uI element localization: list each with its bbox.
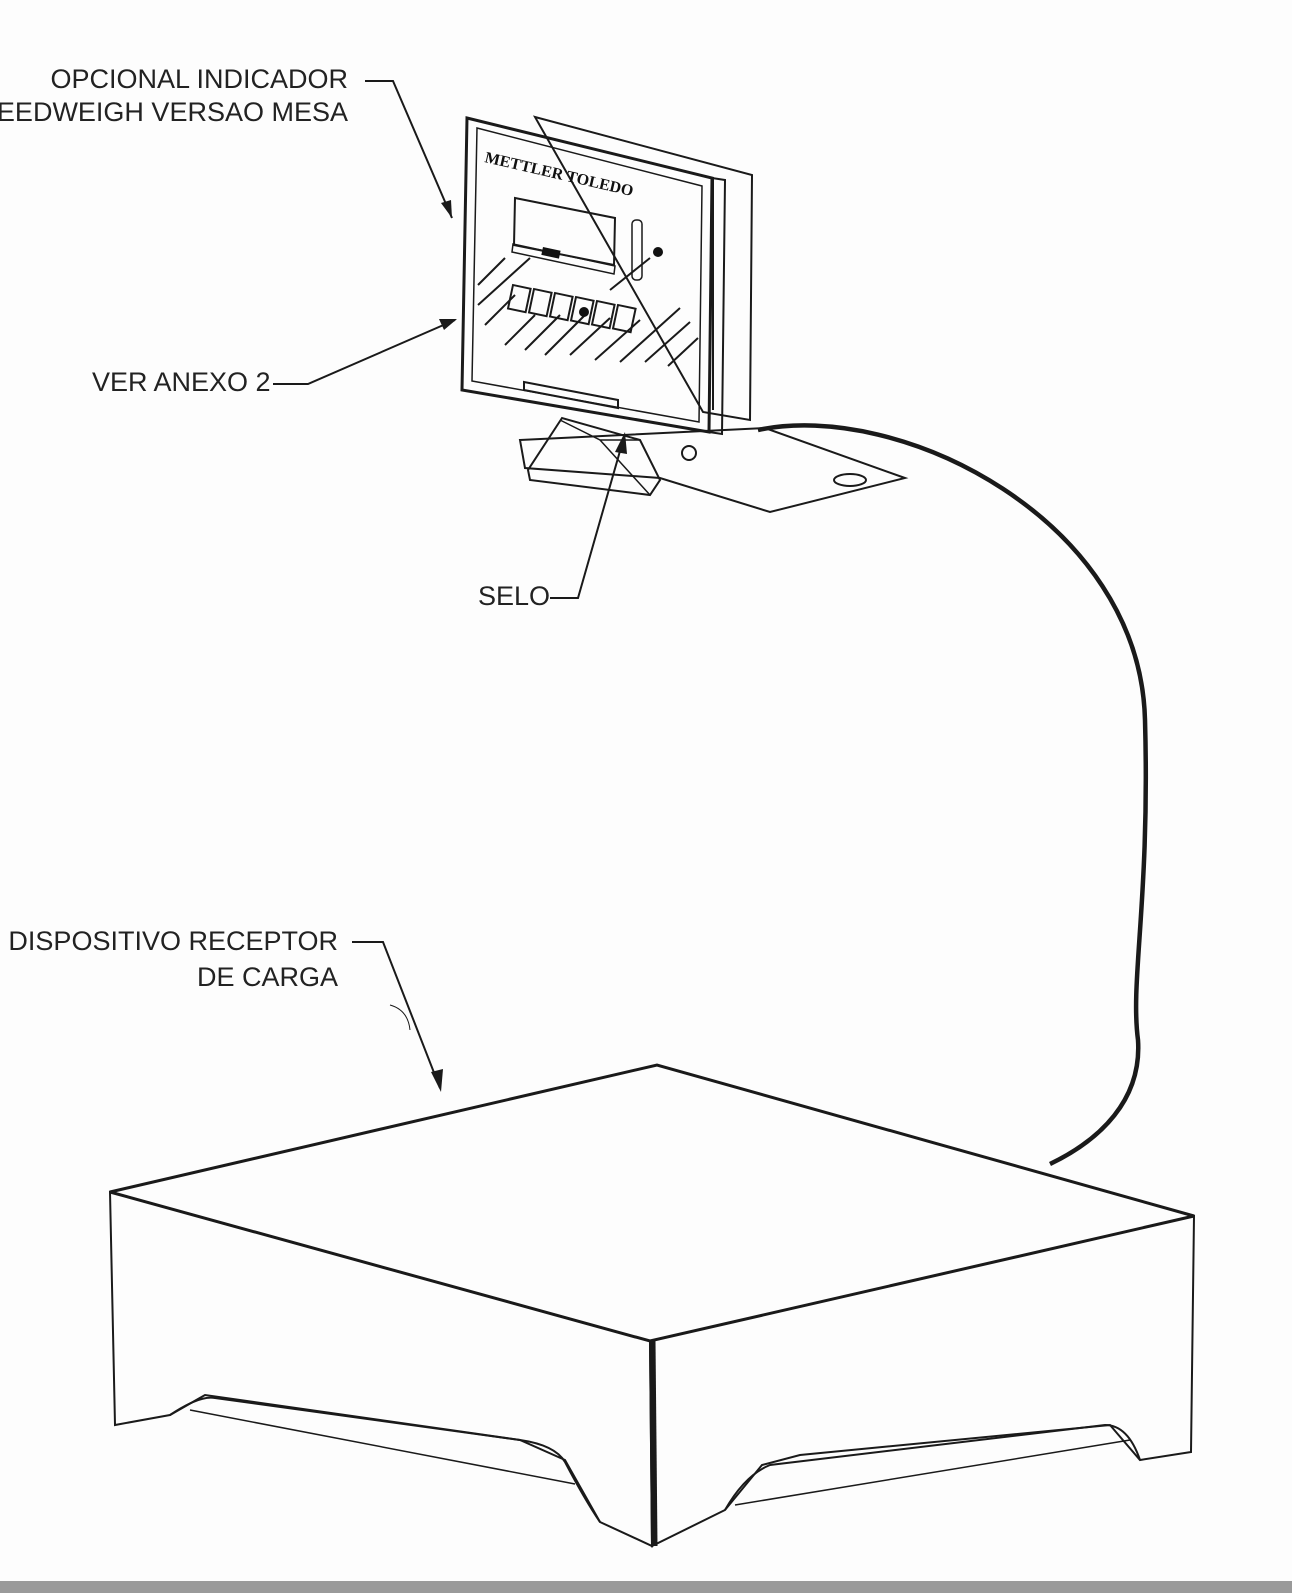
right-foot-recess — [724, 1423, 1141, 1511]
load-receptor-platform — [108, 1063, 1196, 1548]
keypad — [506, 283, 637, 334]
key-3 — [548, 291, 574, 322]
scan-bottom-strip — [0, 1581, 1292, 1593]
label-indicator-line2: SPEEDWEIGH VERSAO MESA — [0, 97, 348, 127]
label-ver-anexo: VER ANEXO 2 — [92, 367, 271, 397]
label-selo: SELO — [478, 581, 550, 611]
key-4 — [569, 295, 595, 326]
arrow-head-ver-anexo — [439, 319, 457, 330]
left-foot-recess — [169, 1396, 601, 1523]
label-indicator-line1: OPCIONAL INDICADOR — [50, 64, 348, 94]
key-6 — [611, 303, 637, 334]
label-receptor-line1: DISPOSITIVO RECEPTOR — [8, 926, 338, 956]
status-dot — [653, 247, 663, 257]
platform-right-face — [648, 1214, 1196, 1548]
leader-receptor — [352, 941, 443, 1092]
display-tare-mark — [541, 247, 561, 259]
arrow-head-selo — [615, 432, 627, 454]
key-1 — [506, 283, 532, 314]
platform-top — [109, 1063, 1195, 1343]
arrow-head-indicator — [441, 200, 452, 218]
display-bottom-bar — [511, 243, 616, 275]
leader-indicator — [365, 80, 453, 219]
indicator-terminal: METTLER TOLEDO — [460, 115, 909, 514]
display-window — [512, 196, 617, 267]
mounting-plate — [518, 426, 909, 514]
cable — [757, 423, 1149, 1167]
status-leds — [631, 219, 643, 281]
cable-connector — [681, 445, 697, 461]
platform-left-face — [108, 1190, 654, 1548]
brand-logo: METTLER TOLEDO — [483, 149, 635, 200]
key-2 — [527, 287, 553, 318]
panel-slot — [523, 380, 619, 410]
leader-ver-anexo — [273, 319, 457, 385]
plate-hole — [833, 473, 867, 487]
key-5 — [590, 299, 616, 330]
label-receptor-line2: DE CARGA — [197, 962, 338, 992]
arrow-head-receptor — [431, 1069, 443, 1092]
